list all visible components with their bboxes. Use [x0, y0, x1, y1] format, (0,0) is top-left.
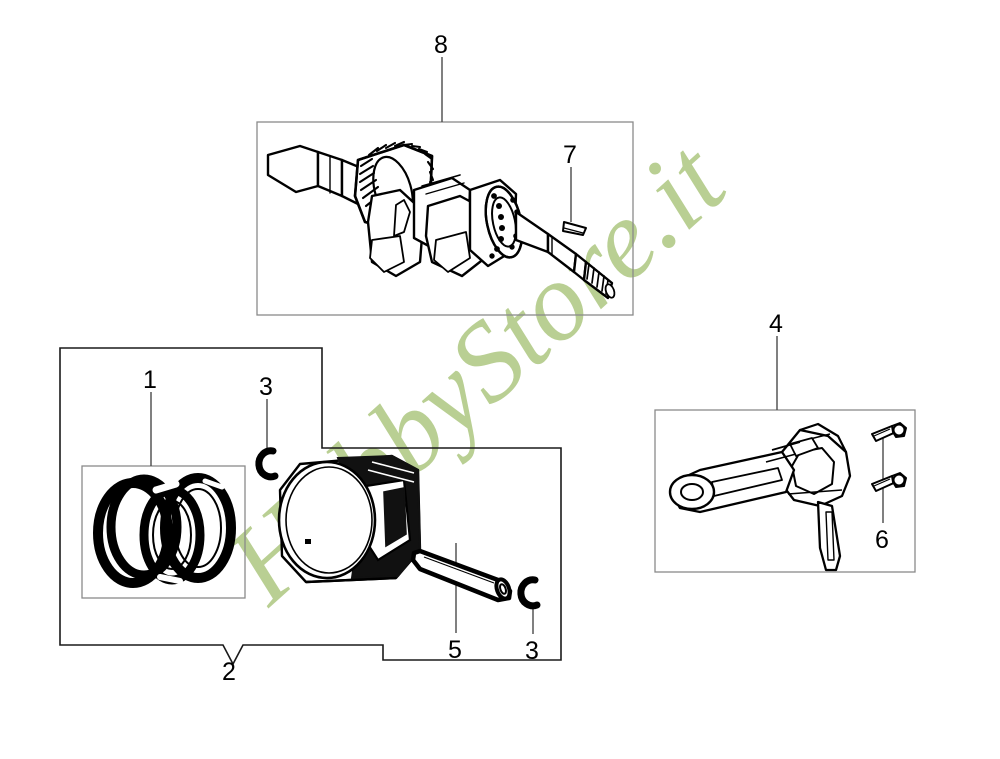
piston-drawing	[277, 454, 422, 584]
callout-8: 8	[434, 31, 448, 59]
circlip-left	[255, 447, 279, 481]
callout-3-right: 3	[525, 637, 539, 665]
callout-5: 5	[448, 636, 462, 664]
crankshaft-drawing	[266, 140, 616, 300]
piston-pin-drawing	[410, 548, 513, 603]
piston-ring-set-drawing	[93, 473, 236, 588]
callout-3-left: 3	[259, 373, 273, 401]
callout-6: 6	[875, 526, 889, 554]
piston-assembly-group-outline	[59, 347, 562, 666]
connecting-rod-drawing	[668, 422, 852, 572]
circlip-right	[517, 576, 541, 610]
callout-2: 2	[222, 658, 236, 686]
connecting-rod-bolt-drawing	[871, 422, 907, 492]
crankshaft-box	[256, 121, 634, 316]
callout-1: 1	[143, 366, 157, 394]
piston-pin-circlip-drawing	[255, 447, 541, 610]
leader-lines	[150, 57, 884, 634]
connecting-rod-box	[654, 409, 916, 573]
piston-ring-set-box	[81, 465, 246, 599]
callout-7: 7	[563, 141, 577, 169]
callout-4: 4	[769, 310, 783, 338]
